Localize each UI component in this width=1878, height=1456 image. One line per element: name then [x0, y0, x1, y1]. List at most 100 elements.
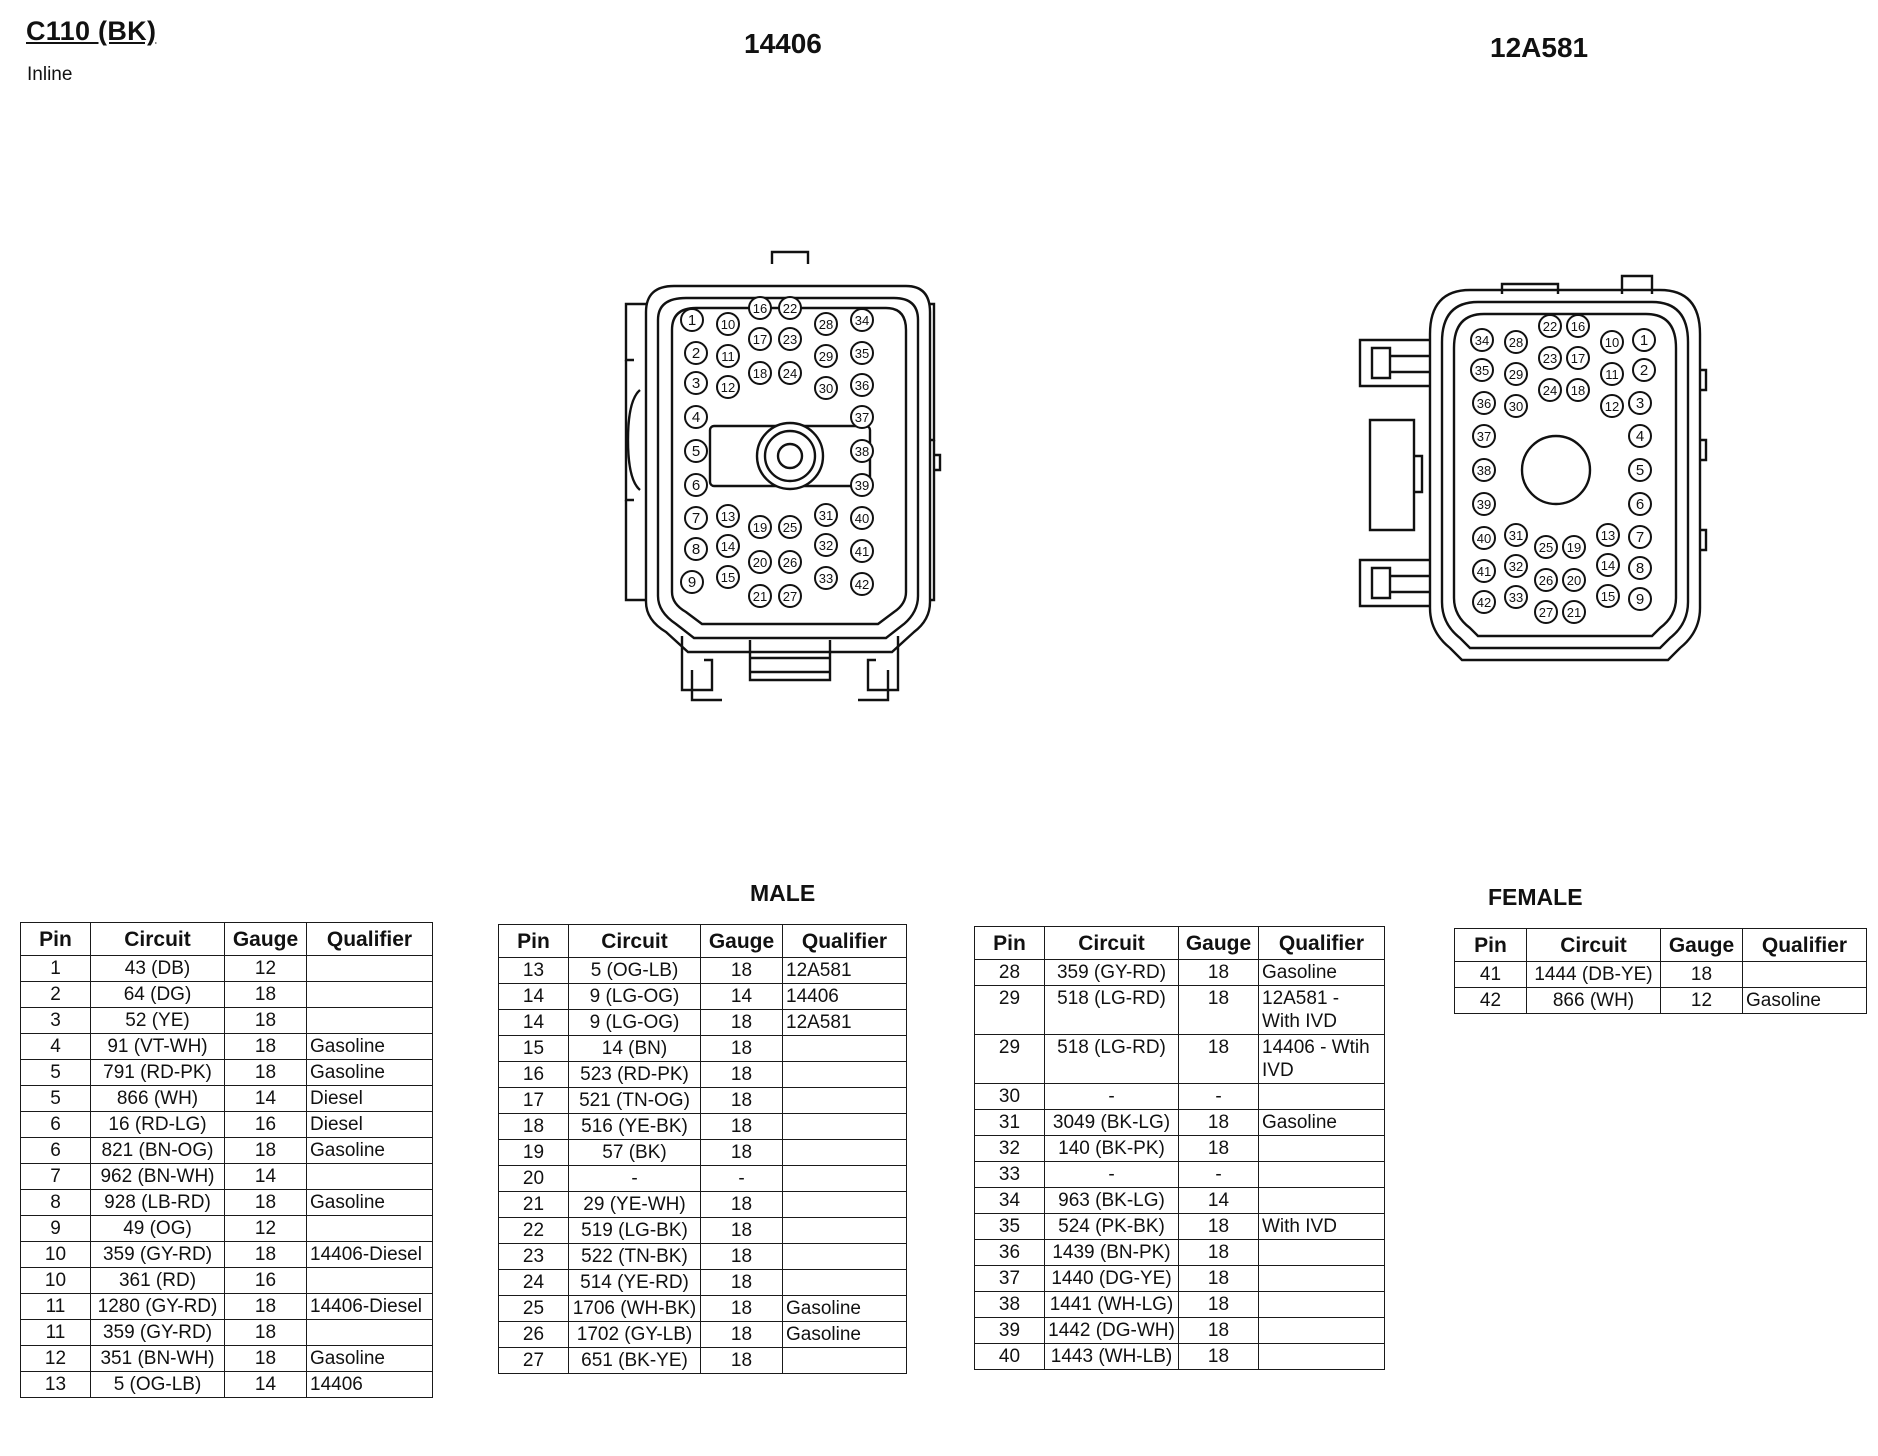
- circuit-cell: 43 (DB): [90, 955, 225, 982]
- qualifier-cell: [306, 1215, 433, 1242]
- pin-cell: 5: [20, 1085, 91, 1112]
- circuit-cell: 516 (YE-BK): [568, 1113, 701, 1140]
- svg-text:27: 27: [783, 589, 797, 604]
- gauge-cell: 18: [1178, 1317, 1259, 1344]
- qualifier-cell: [782, 1243, 907, 1270]
- qualifier-cell: Gasoline: [782, 1321, 907, 1348]
- svg-text:33: 33: [819, 571, 833, 586]
- svg-text:23: 23: [783, 332, 797, 347]
- pin-cell: 1: [20, 955, 91, 982]
- svg-text:3: 3: [692, 375, 700, 392]
- male-connector-pin-34: 34: [850, 308, 874, 332]
- gauge-cell: -: [700, 1165, 783, 1192]
- circuit-cell: 518 (LG-RD): [1044, 1034, 1179, 1084]
- connector-title: C110 (BK): [26, 16, 157, 46]
- svg-text:1: 1: [1640, 332, 1648, 349]
- svg-text:17: 17: [1571, 351, 1585, 366]
- gauge-cell: 14: [700, 983, 783, 1010]
- qualifier-cell: Gasoline: [306, 1033, 433, 1060]
- svg-text:9: 9: [1636, 591, 1644, 608]
- qualifier-cell: [1258, 1083, 1385, 1110]
- svg-text:34: 34: [1475, 333, 1489, 348]
- circuit-cell: 5 (OG-LB): [568, 957, 701, 984]
- gauge-cell: 18: [700, 1087, 783, 1114]
- male-connector-pin-2: 2: [684, 341, 708, 365]
- svg-text:39: 39: [855, 478, 869, 493]
- female-connector-pin-13: 13: [1596, 523, 1620, 547]
- qualifier-cell: [1258, 1265, 1385, 1292]
- column-header-qualifier: Qualifier: [306, 922, 433, 956]
- male-connector-pin-7: 7: [684, 506, 708, 530]
- gauge-cell: 16: [224, 1111, 307, 1138]
- male-connector-pin-41: 41: [850, 539, 874, 563]
- qualifier-cell: [1258, 1343, 1385, 1370]
- circuit-cell: 16 (RD-LG): [90, 1111, 225, 1138]
- pin-cell: 14: [498, 983, 569, 1010]
- qualifier-cell: 14406: [782, 983, 907, 1010]
- svg-text:2: 2: [1640, 362, 1648, 379]
- qualifier-cell: [782, 1087, 907, 1114]
- pin-cell: 3: [20, 1007, 91, 1034]
- svg-text:38: 38: [1477, 463, 1491, 478]
- qualifier-cell: [782, 1035, 907, 1062]
- svg-text:22: 22: [1543, 319, 1557, 334]
- svg-text:42: 42: [855, 577, 869, 592]
- circuit-cell: 52 (YE): [90, 1007, 225, 1034]
- circuit-cell: 9 (LG-OG): [568, 983, 701, 1010]
- female-connector-pin-29: 29: [1504, 362, 1528, 386]
- pin-cell: 29: [974, 1034, 1045, 1084]
- svg-text:32: 32: [1509, 559, 1523, 574]
- female-connector-pin-8: 8: [1628, 556, 1652, 580]
- svg-text:35: 35: [1475, 363, 1489, 378]
- qualifier-cell: [782, 1139, 907, 1166]
- svg-text:15: 15: [721, 570, 735, 585]
- column-header-pin: Pin: [974, 926, 1045, 960]
- svg-text:11: 11: [1605, 367, 1619, 382]
- svg-text:42: 42: [1477, 595, 1491, 610]
- gauge-cell: 18: [224, 1241, 307, 1268]
- gauge-cell: 18: [700, 957, 783, 984]
- svg-text:39: 39: [1477, 497, 1491, 512]
- female-connector-pin-26: 26: [1534, 568, 1558, 592]
- male-connector-pin-10: 10: [716, 312, 740, 336]
- svg-text:14: 14: [1601, 558, 1615, 573]
- pin-cell: 10: [20, 1241, 91, 1268]
- svg-text:8: 8: [1636, 560, 1644, 577]
- column-header-circuit: Circuit: [90, 922, 225, 956]
- svg-text:33: 33: [1509, 590, 1523, 605]
- circuit-cell: 524 (PK-BK): [1044, 1213, 1179, 1240]
- svg-text:37: 37: [1477, 429, 1491, 444]
- female-connector-pin-42: 42: [1472, 590, 1496, 614]
- male-connector-pin-8: 8: [684, 537, 708, 561]
- svg-text:20: 20: [1567, 573, 1581, 588]
- circuit-cell: 5 (OG-LB): [90, 1371, 225, 1398]
- column-header-circuit: Circuit: [568, 924, 701, 958]
- male-connector-pin-20: 20: [748, 550, 772, 574]
- pin-cell: 28: [974, 959, 1045, 986]
- female-connector-pin-41: 41: [1472, 559, 1496, 583]
- svg-text:10: 10: [1605, 335, 1619, 350]
- svg-text:15: 15: [1601, 589, 1615, 604]
- svg-text:7: 7: [692, 510, 700, 527]
- circuit-cell: 523 (RD-PK): [568, 1061, 701, 1088]
- female-connector-pin-32: 32: [1504, 554, 1528, 578]
- pin-cell: 29: [974, 985, 1045, 1035]
- svg-text:40: 40: [1477, 531, 1491, 546]
- connector-subtitle: Inline: [27, 64, 73, 85]
- svg-text:9: 9: [688, 574, 696, 591]
- female-connector-pin-38: 38: [1472, 458, 1496, 482]
- svg-text:10: 10: [721, 317, 735, 332]
- qualifier-cell: [1258, 1239, 1385, 1266]
